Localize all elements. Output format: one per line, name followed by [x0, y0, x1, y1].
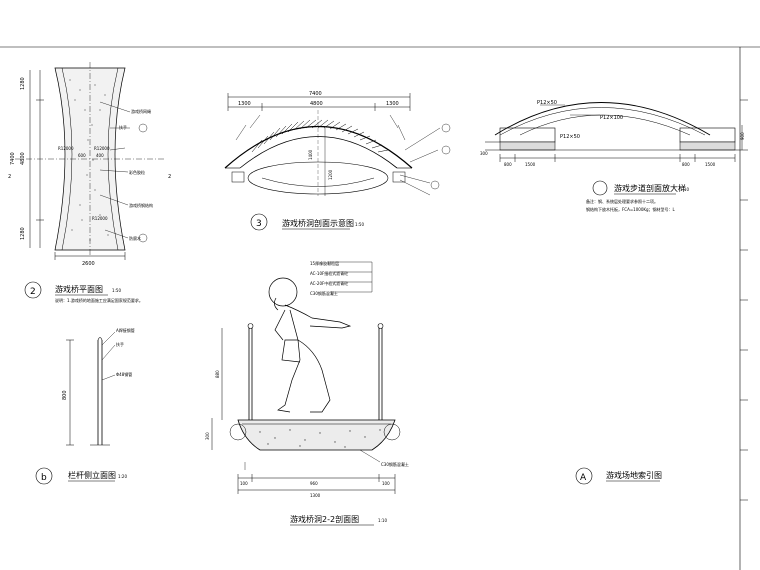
plan-label-2: 扶手 — [119, 124, 127, 130]
railing-scale: 1:20 — [118, 474, 127, 479]
section-view — [211, 261, 401, 494]
profile-view — [485, 102, 743, 162]
profile-dim-b1: 800 — [504, 162, 512, 167]
profile-dim-right: 900 — [740, 132, 745, 140]
plan-label-6: 防腐木 — [129, 235, 141, 241]
ref-letter-circle — [575, 467, 593, 485]
plan-dim-left-1: 1280 — [20, 77, 26, 90]
section-dim-b1: 100 — [240, 481, 248, 486]
plan-label-1: 游戏桥网绳 — [131, 108, 151, 114]
plan-dim-left-2: 4800 — [20, 152, 26, 165]
profile-text: P12×50 P12×100 P12×50 800 1500 800 1500 … — [480, 100, 745, 212]
elev-scale: 1:50 — [355, 222, 364, 227]
plan-section-mark-right: 2 — [168, 174, 171, 180]
elevation-text: 7400 1300 4800 1300 1400 1200 3 游戏桥洞剖面示意… — [238, 91, 399, 231]
plan-dim-left-3: 1280 — [20, 227, 26, 240]
profile-note-2: 钢结构下放木托板，FCA=1000Kg；钢材型号：L — [586, 206, 676, 212]
frame-ticks — [740, 99, 748, 501]
plan-title: 游戏桥平面图 — [55, 284, 103, 294]
profile-scale: 1:10 — [680, 187, 689, 192]
elev-dim-mid-1: 1400 — [308, 149, 313, 160]
child-figure — [268, 277, 352, 413]
railing-label-3: Φ48钢管 — [116, 371, 132, 377]
elevation-view — [224, 93, 451, 196]
plan-label-4: 游戏桥钢结构 — [129, 202, 153, 208]
plan-dim-total: 7400 — [10, 152, 16, 165]
elev-dim-total: 7400 — [309, 91, 322, 97]
ref-title: 游戏场地索引图 — [606, 470, 662, 480]
section-dim-height: 880 — [215, 370, 220, 378]
plan-dim-w1: 600 — [78, 153, 86, 158]
plan-view — [15, 62, 165, 260]
section-text: 15厚橡胶颗粒层 AC-10F细粒式沥青砼 AC-20F中粒式沥青砼 C30钢筋… — [205, 260, 409, 526]
plan-dim-bottom: 2600 — [82, 261, 95, 267]
plan-dim-r2: R12000 — [94, 146, 110, 151]
plan-text: 1280 4800 1280 7400 2600 R12000 R12000 6… — [8, 77, 171, 303]
profile-dim-b3: 800 — [682, 162, 690, 167]
plan-label-5: R12000 — [92, 216, 108, 221]
section-dim-b2: 960 — [310, 481, 318, 486]
profile-dim-b4: 1500 — [705, 162, 716, 167]
section-title: 游戏桥洞2-2剖面图 — [290, 514, 359, 524]
section-dim-b3: 100 — [382, 481, 390, 486]
ref-a: A 游戏场地索引图 — [575, 467, 662, 485]
plan-dim-w2: 400 — [96, 153, 104, 158]
section-layer-2: AC-10F细粒式沥青砼 — [310, 270, 348, 276]
plan-section-mark-left: 2 — [8, 174, 11, 180]
railing-dim-height: 800 — [62, 390, 68, 400]
elev-dim-mid-2: 1200 — [328, 169, 333, 180]
elev-title: 游戏桥洞剖面示意图 — [282, 218, 354, 228]
plan-number-circle — [24, 281, 42, 299]
section-layer-1: 15厚橡胶颗粒层 — [310, 260, 339, 266]
railing-view — [66, 331, 116, 446]
elev-dim-top-1: 1300 — [238, 101, 251, 107]
railing-title: 栏杆侧立面图 — [68, 470, 116, 480]
profile-note-1: 备注：钢、系统层处理要求参照十二项。 — [586, 198, 658, 204]
section-layer-3: AC-20F中粒式沥青砼 — [310, 280, 348, 286]
railing-label-2: 扶手 — [116, 341, 124, 347]
railing-label-1: A焊接钢管 — [116, 327, 135, 333]
elev-number: 3 — [256, 219, 262, 229]
profile-dim-left: 300 — [480, 151, 488, 156]
profile-number-circle — [592, 180, 608, 196]
elev-number-circle — [250, 213, 268, 231]
profile-title: 游戏步道剖面放大样 — [614, 183, 686, 193]
profile-dim-b2: 1500 — [525, 162, 536, 167]
plan-scale: 1:50 — [112, 288, 121, 293]
profile-label-2: P12×100 — [600, 115, 623, 121]
section-dim-total: 1300 — [310, 493, 321, 498]
profile-label-1: P12×50 — [537, 100, 557, 106]
section-dim-left: 300 — [205, 432, 210, 440]
plan-label-3: 彩色胶粒 — [129, 169, 145, 175]
ref-letter: A — [580, 473, 587, 483]
plan-note: 说明：1.游戏桥的地面施工应满足国家规范要求。 — [55, 297, 143, 303]
section-bottom-label: C30钢筋混凝土 — [381, 461, 409, 467]
plan-number: 2 — [30, 287, 36, 297]
railing-text: A焊接钢管 扶手 Φ48钢管 800 b 栏杆侧立面图 1:20 — [35, 327, 135, 485]
section-scale: 1:10 — [378, 518, 387, 523]
profile-label-3: P12×50 — [560, 134, 580, 140]
railing-letter: b — [41, 473, 47, 483]
elev-dim-top-2: 4800 — [310, 101, 323, 107]
railing-letter-circle — [35, 467, 53, 485]
section-layer-4: C30钢筋混凝土 — [310, 290, 338, 296]
plan-dim-r1: R12000 — [58, 146, 74, 151]
elev-dim-top-3: 1300 — [386, 101, 399, 107]
